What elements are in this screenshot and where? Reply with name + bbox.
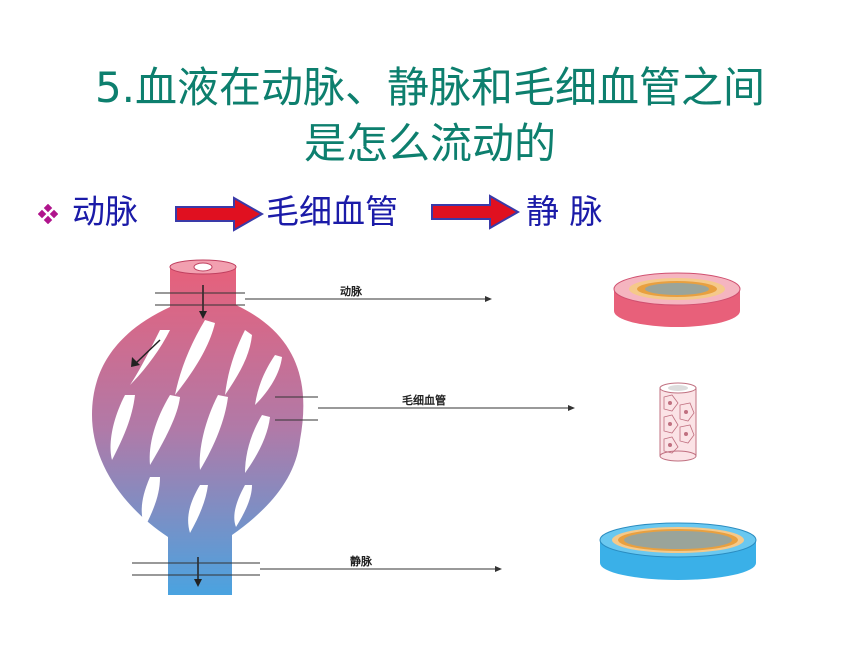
blood-vessel-diagram: 动脉 毛细血管 静脉 <box>92 259 757 595</box>
capillary-network-shape <box>92 259 304 595</box>
flow-item-vein: 静 脉 <box>526 192 603 231</box>
flow-bullet: 动脉 毛细血管 静 脉 <box>38 190 758 234</box>
label-artery: 动脉 <box>340 284 363 298</box>
bullet-diamond-icon <box>38 204 58 224</box>
capillary-segment <box>659 382 697 462</box>
title-line-1: 5.血液在动脉、静脉和毛细血管之间 <box>94 63 766 112</box>
artery-cross-section <box>613 272 741 327</box>
slide-title: 5.血液在动脉、静脉和毛细血管之间 是怎么流动的 <box>30 60 830 172</box>
flow-item-artery: 动脉 <box>72 192 138 231</box>
flow-item-capillary: 毛细血管 <box>266 192 398 231</box>
label-capillary: 毛细血管 <box>402 393 446 407</box>
flow-arrow-right-icon <box>175 196 264 232</box>
title-line-2: 是怎么流动的 <box>303 119 556 168</box>
flow-arrow-right-icon <box>431 194 520 230</box>
vein-cross-section <box>599 522 757 580</box>
label-vein: 静脉 <box>350 554 373 568</box>
